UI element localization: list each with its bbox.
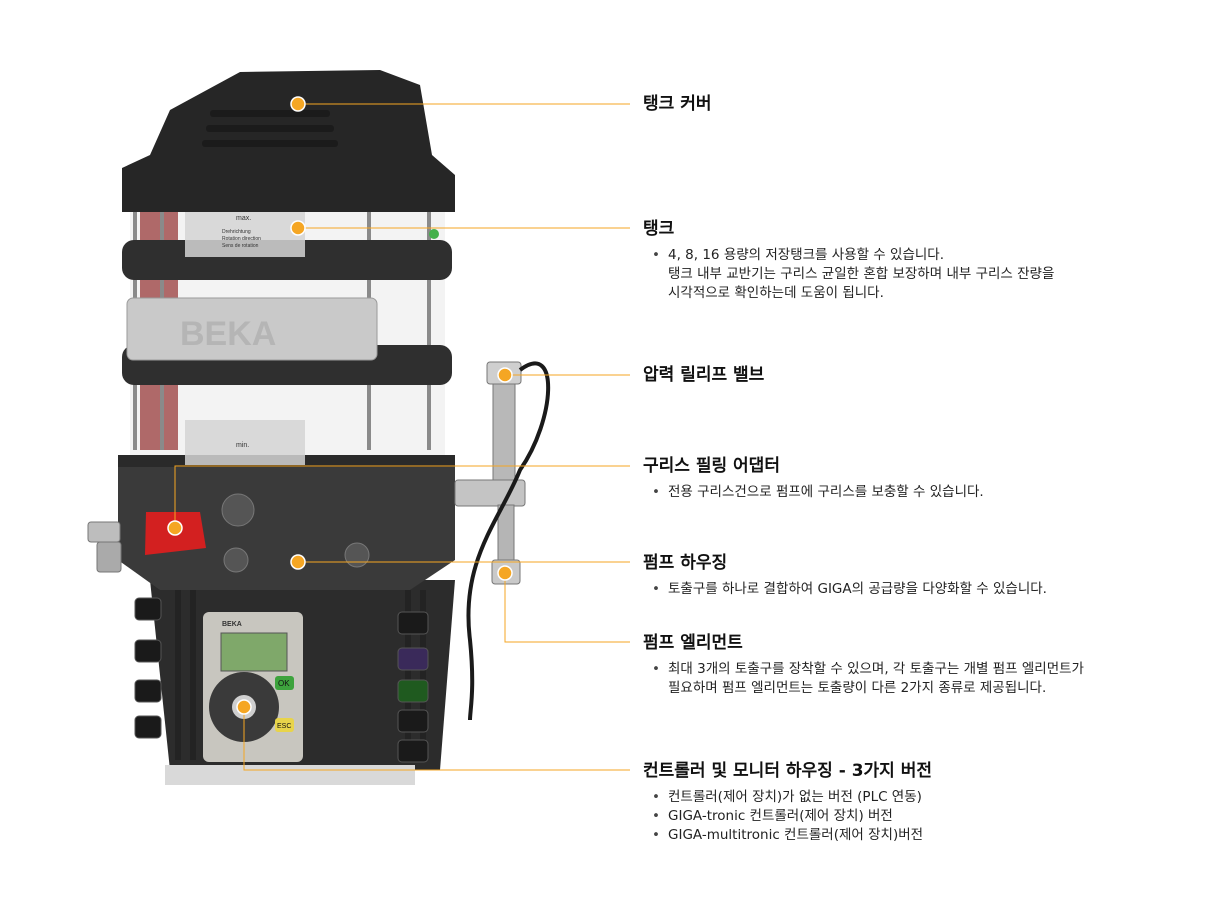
- callout-pump-element: 펌프 엘리먼트 최대 3개의 토출구를 장착할 수 있으며, 각 토출구는 개별…: [643, 632, 1203, 698]
- callout-bullets: 전용 구리스건으로 펌프에 구리스를 보충할 수 있습니다.: [643, 483, 1203, 502]
- marker-pump-housing: [290, 554, 306, 570]
- max-label-panel: [185, 205, 305, 257]
- marker-controller: [236, 699, 252, 715]
- callout-title: 탱크 커버: [643, 94, 712, 114]
- max-label: max.: [236, 215, 251, 222]
- callout-relief-valve: 압력 릴리프 밸브: [643, 364, 1203, 386]
- housing-plug-top: [221, 493, 255, 527]
- callout-bullet: 4, 8, 16 용량의 저장탱크를 사용할 수 있습니다. 탱크 내부 교반기…: [643, 246, 1203, 303]
- callout-bullet: 토출구를 하나로 결합하여 GIGA의 공급량을 다양화할 수 있습니다.: [643, 580, 1203, 599]
- callout-title: 구리스 필링 어댑터: [643, 456, 780, 476]
- controller-base-plate: [165, 765, 415, 785]
- left-connector-stack: [134, 597, 162, 739]
- hose: [466, 361, 551, 721]
- callout-bullets: 4, 8, 16 용량의 저장탱크를 사용할 수 있습니다. 탱크 내부 교반기…: [643, 246, 1203, 303]
- housing-plug-left: [223, 547, 249, 573]
- rotation-label-1: Drehrichtung: [222, 229, 251, 235]
- marker-tank: [290, 220, 306, 236]
- brand-logo-band: BEKA: [180, 315, 276, 353]
- callout-pump-housing: 펌프 하우징 토출구를 하나로 결합하여 GIGA의 공급량을 다양화할 수 있…: [643, 552, 1203, 599]
- ok-key-label: OK: [278, 679, 290, 688]
- ok-key: [275, 676, 294, 690]
- min-label-panel: [185, 420, 305, 465]
- callout-bullet: 전용 구리스건으로 펌프에 구리스를 보충할 수 있습니다.: [643, 483, 1203, 502]
- callout-bullets: 토출구를 하나로 결합하여 GIGA의 공급량을 다양화할 수 있습니다.: [643, 580, 1203, 599]
- esc-key-label: ESC: [277, 723, 291, 730]
- callout-bullet: GIGA-multitronic 컨트롤러(제어 장치)버전: [643, 826, 1203, 845]
- left-elbow-fitting: [87, 521, 121, 543]
- callout-title: 컨트롤러 및 모니터 하우징 - 3가지 버전: [643, 761, 932, 781]
- pump-housing: [118, 455, 455, 590]
- callout-bullets: 최대 3개의 토출구를 장착할 수 있으며, 각 토출구는 개별 펌프 엘리먼트…: [643, 660, 1203, 698]
- callout-title: 압력 릴리프 밸브: [643, 365, 765, 385]
- marker-pump-element: [497, 565, 513, 581]
- callout-title: 펌프 하우징: [643, 553, 728, 573]
- marker-tank-cover: [290, 96, 306, 112]
- brand-band: [126, 297, 378, 361]
- right-connector-stack: [397, 611, 429, 763]
- callout-title: 탱크: [643, 219, 675, 239]
- marker-filling-adapter: [167, 520, 183, 536]
- brand-logo-panel: BEKA: [222, 621, 242, 628]
- callout-tank-cover: 탱크 커버: [643, 93, 1203, 115]
- callout-title: 펌프 엘리먼트: [643, 633, 743, 653]
- callout-filling-adapter: 구리스 필링 어댑터 전용 구리스건으로 펌프에 구리스를 보충할 수 있습니다…: [643, 455, 1203, 502]
- rotation-label-3: Sens de rotation: [222, 243, 259, 249]
- min-label: min.: [236, 442, 249, 449]
- panel-display: [220, 632, 288, 672]
- relief-valve-body: [492, 375, 516, 487]
- callout-bullet: 컨트롤러(제어 장치)가 없는 버전 (PLC 연동): [643, 788, 1203, 807]
- callout-controller: 컨트롤러 및 모니터 하우징 - 3가지 버전 컨트롤러(제어 장치)가 없는 …: [643, 760, 1203, 845]
- callout-bullet: GIGA-tronic 컨트롤러(제어 장치) 버전: [643, 807, 1203, 826]
- esc-key: [275, 718, 294, 732]
- callout-bullets: 컨트롤러(제어 장치)가 없는 버전 (PLC 연동) GIGA-tronic …: [643, 788, 1203, 845]
- green-indicator: [429, 229, 439, 239]
- marker-relief-valve: [497, 367, 513, 383]
- housing-plug-right: [344, 542, 370, 568]
- callout-bullet: 최대 3개의 토출구를 장착할 수 있으며, 각 토출구는 개별 펌프 엘리먼트…: [643, 660, 1203, 698]
- callout-tank: 탱크 4, 8, 16 용량의 저장탱크를 사용할 수 있습니다. 탱크 내부 …: [643, 218, 1203, 303]
- rotation-label-2: Rotation direction: [222, 236, 261, 242]
